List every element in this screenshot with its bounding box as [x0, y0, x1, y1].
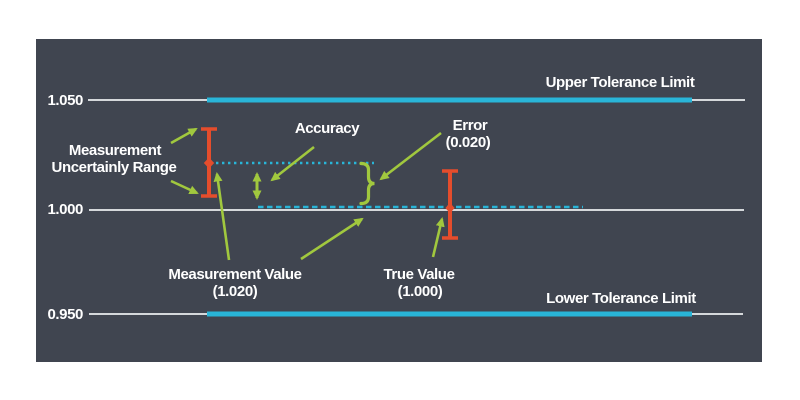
upper-tolerance-label: Upper Tolerance Limit [546, 74, 695, 91]
error-brace [359, 161, 375, 206]
uncertainty-range-label-line2: Uncertainly Range [52, 159, 177, 176]
uncertainty-arrow-bottom [170, 179, 199, 195]
error-label-line2: (0.020) [446, 134, 491, 151]
measurement-uncertainty-bar [201, 127, 217, 198]
lower-tolerance-label: Lower Tolerance Limit [546, 290, 696, 307]
measurement-value-label-line1: Measurement Value [168, 266, 301, 283]
tick-label-0950: 0.950 [47, 306, 83, 323]
measurement-value-marker [203, 157, 215, 169]
true-value-label-line2: (1.000) [398, 283, 443, 300]
accuracy-label-arrow [270, 145, 315, 182]
uncertainty-arrow-top [170, 127, 198, 145]
measurement-value-arrow [213, 172, 231, 261]
true-value-uncertainty-bar [442, 169, 458, 240]
true-value-arrow [431, 217, 445, 258]
uncertainty-range-label-line1: Measurement [69, 142, 162, 159]
tick-label-1000: 1.000 [47, 201, 83, 218]
error-label-line1: Error [453, 117, 488, 134]
true-value-marker [445, 202, 455, 214]
chart-panel [36, 39, 762, 362]
measurement-value-label-line2: (1.020) [213, 283, 258, 300]
tick-label-1050: 1.050 [47, 92, 83, 109]
true-value-label-line1: True Value [383, 266, 454, 283]
measurement-error-span-arrow [300, 217, 364, 261]
accuracy-label: Accuracy [295, 120, 360, 137]
error-label-arrow [379, 131, 442, 181]
